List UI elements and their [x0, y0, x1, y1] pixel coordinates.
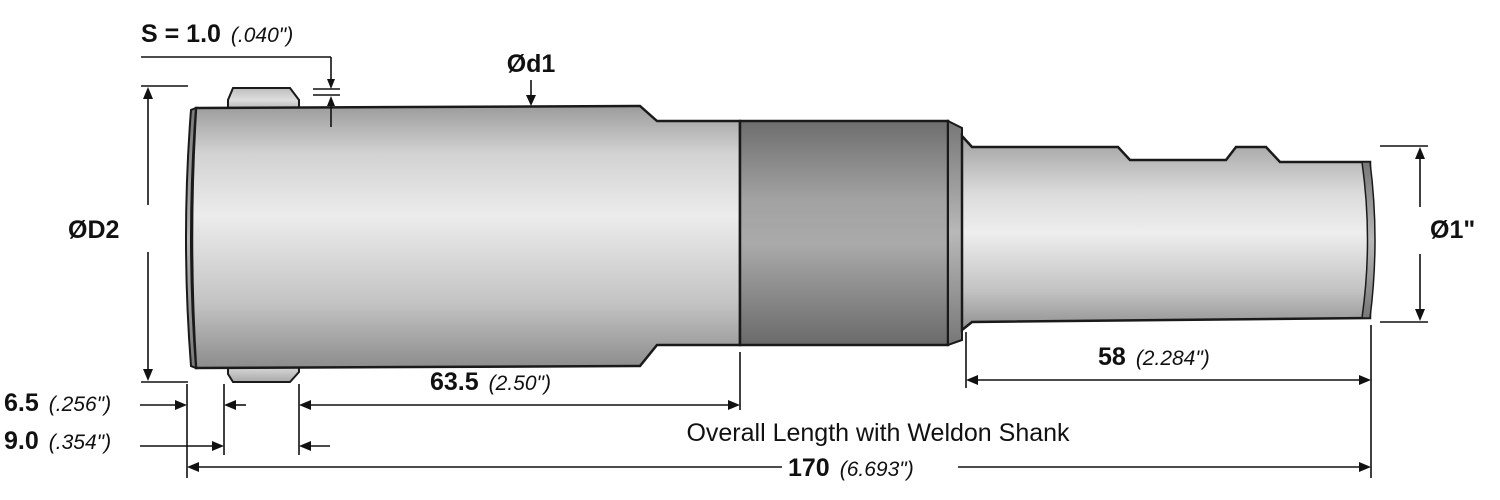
weldon-shank	[960, 132, 1376, 333]
dim-6-5-label: 6.5 (.256")	[4, 389, 111, 417]
overall-caption: Overall Length with Weldon Shank	[686, 419, 1070, 447]
dim-D2: ØD2	[68, 85, 188, 383]
dim-d1: Ød1	[507, 50, 556, 106]
dim-d1-label: Ød1	[507, 50, 556, 78]
dim-58-label: 58 (2.284")	[1098, 343, 1210, 371]
dim-shank-dia-label: Ø1"	[1430, 216, 1475, 244]
dim-9-0-label: 9.0 (.354")	[4, 427, 111, 455]
dim-58: 58 (2.284")	[966, 343, 1371, 385]
dim-63-5-label: 63.5 (2.50")	[430, 368, 551, 396]
tool-band	[738, 119, 963, 347]
extension-lines	[186, 325, 1372, 478]
dim-9-0: 9.0 (.354")	[4, 427, 330, 455]
dim-s-label: S = 1.0 (.040")	[141, 20, 293, 48]
dim-shank-dia: Ø1"	[1380, 145, 1475, 323]
tool-body	[185, 104, 742, 370]
dim-s: S = 1.0 (.040")	[141, 20, 340, 127]
dim-D2-label: ØD2	[68, 216, 119, 244]
dim-6-5: 6.5 (.256")	[4, 389, 246, 417]
dim-overall: Overall Length with Weldon Shank 170 (6.…	[187, 419, 1371, 482]
dim-overall-label: 170 (6.693")	[788, 454, 914, 482]
dim-63-5: 63.5 (2.50")	[299, 368, 740, 410]
